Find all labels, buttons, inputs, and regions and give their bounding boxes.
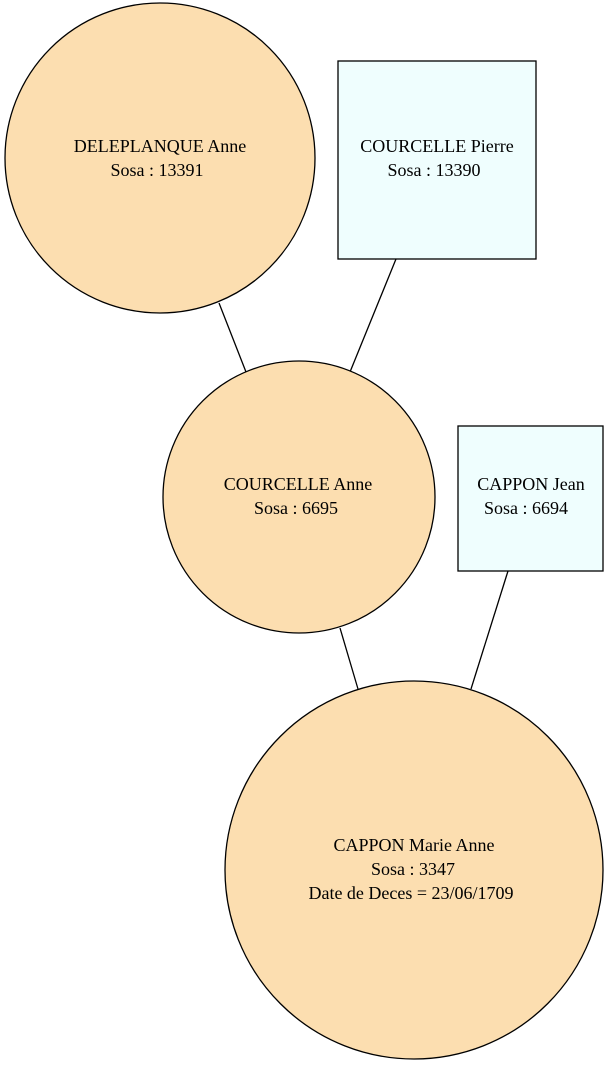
female-node-circle [162,360,436,634]
person-name: CAPPON Jean [477,474,585,494]
person-sosa: Sosa : 3347 [371,859,455,879]
female-node-circle [224,680,604,1060]
node-cappon-jean[interactable]: CAPPON Jean Sosa : 6694 [457,425,604,572]
edge-courcelle-anne-to-cappon-marie-anne [339,627,359,690]
edge-cappon-jean-to-cappon-marie-anne [470,570,509,690]
person-name: CAPPON Marie Anne [334,835,495,855]
node-cappon-marie-anne[interactable]: CAPPON Marie Anne Sosa : 3347 Date de De… [224,680,604,1060]
edge-courcelle-pierre-to-courcelle-anne [349,258,397,373]
person-sosa: Sosa : 13390 [387,160,480,180]
edge-deleplanque-to-courcelle-anne [218,302,247,373]
female-node-circle [4,2,316,314]
person-sosa: Sosa : 6695 [254,498,338,518]
person-name: COURCELLE Anne [224,474,373,494]
node-courcelle-pierre[interactable]: COURCELLE Pierre Sosa : 13390 [337,60,537,260]
person-death-date: Date de Deces = 23/06/1709 [308,883,513,903]
node-deleplanque-anne[interactable]: DELEPLANQUE Anne Sosa : 13391 [4,2,316,314]
node-courcelle-anne[interactable]: COURCELLE Anne Sosa : 6695 [162,360,436,634]
male-node-box [337,60,537,260]
male-node-box [457,425,604,572]
person-sosa: Sosa : 13391 [110,160,203,180]
person-sosa: Sosa : 6694 [484,498,568,518]
person-name: COURCELLE Pierre [360,136,513,156]
person-name: DELEPLANQUE Anne [74,136,246,156]
